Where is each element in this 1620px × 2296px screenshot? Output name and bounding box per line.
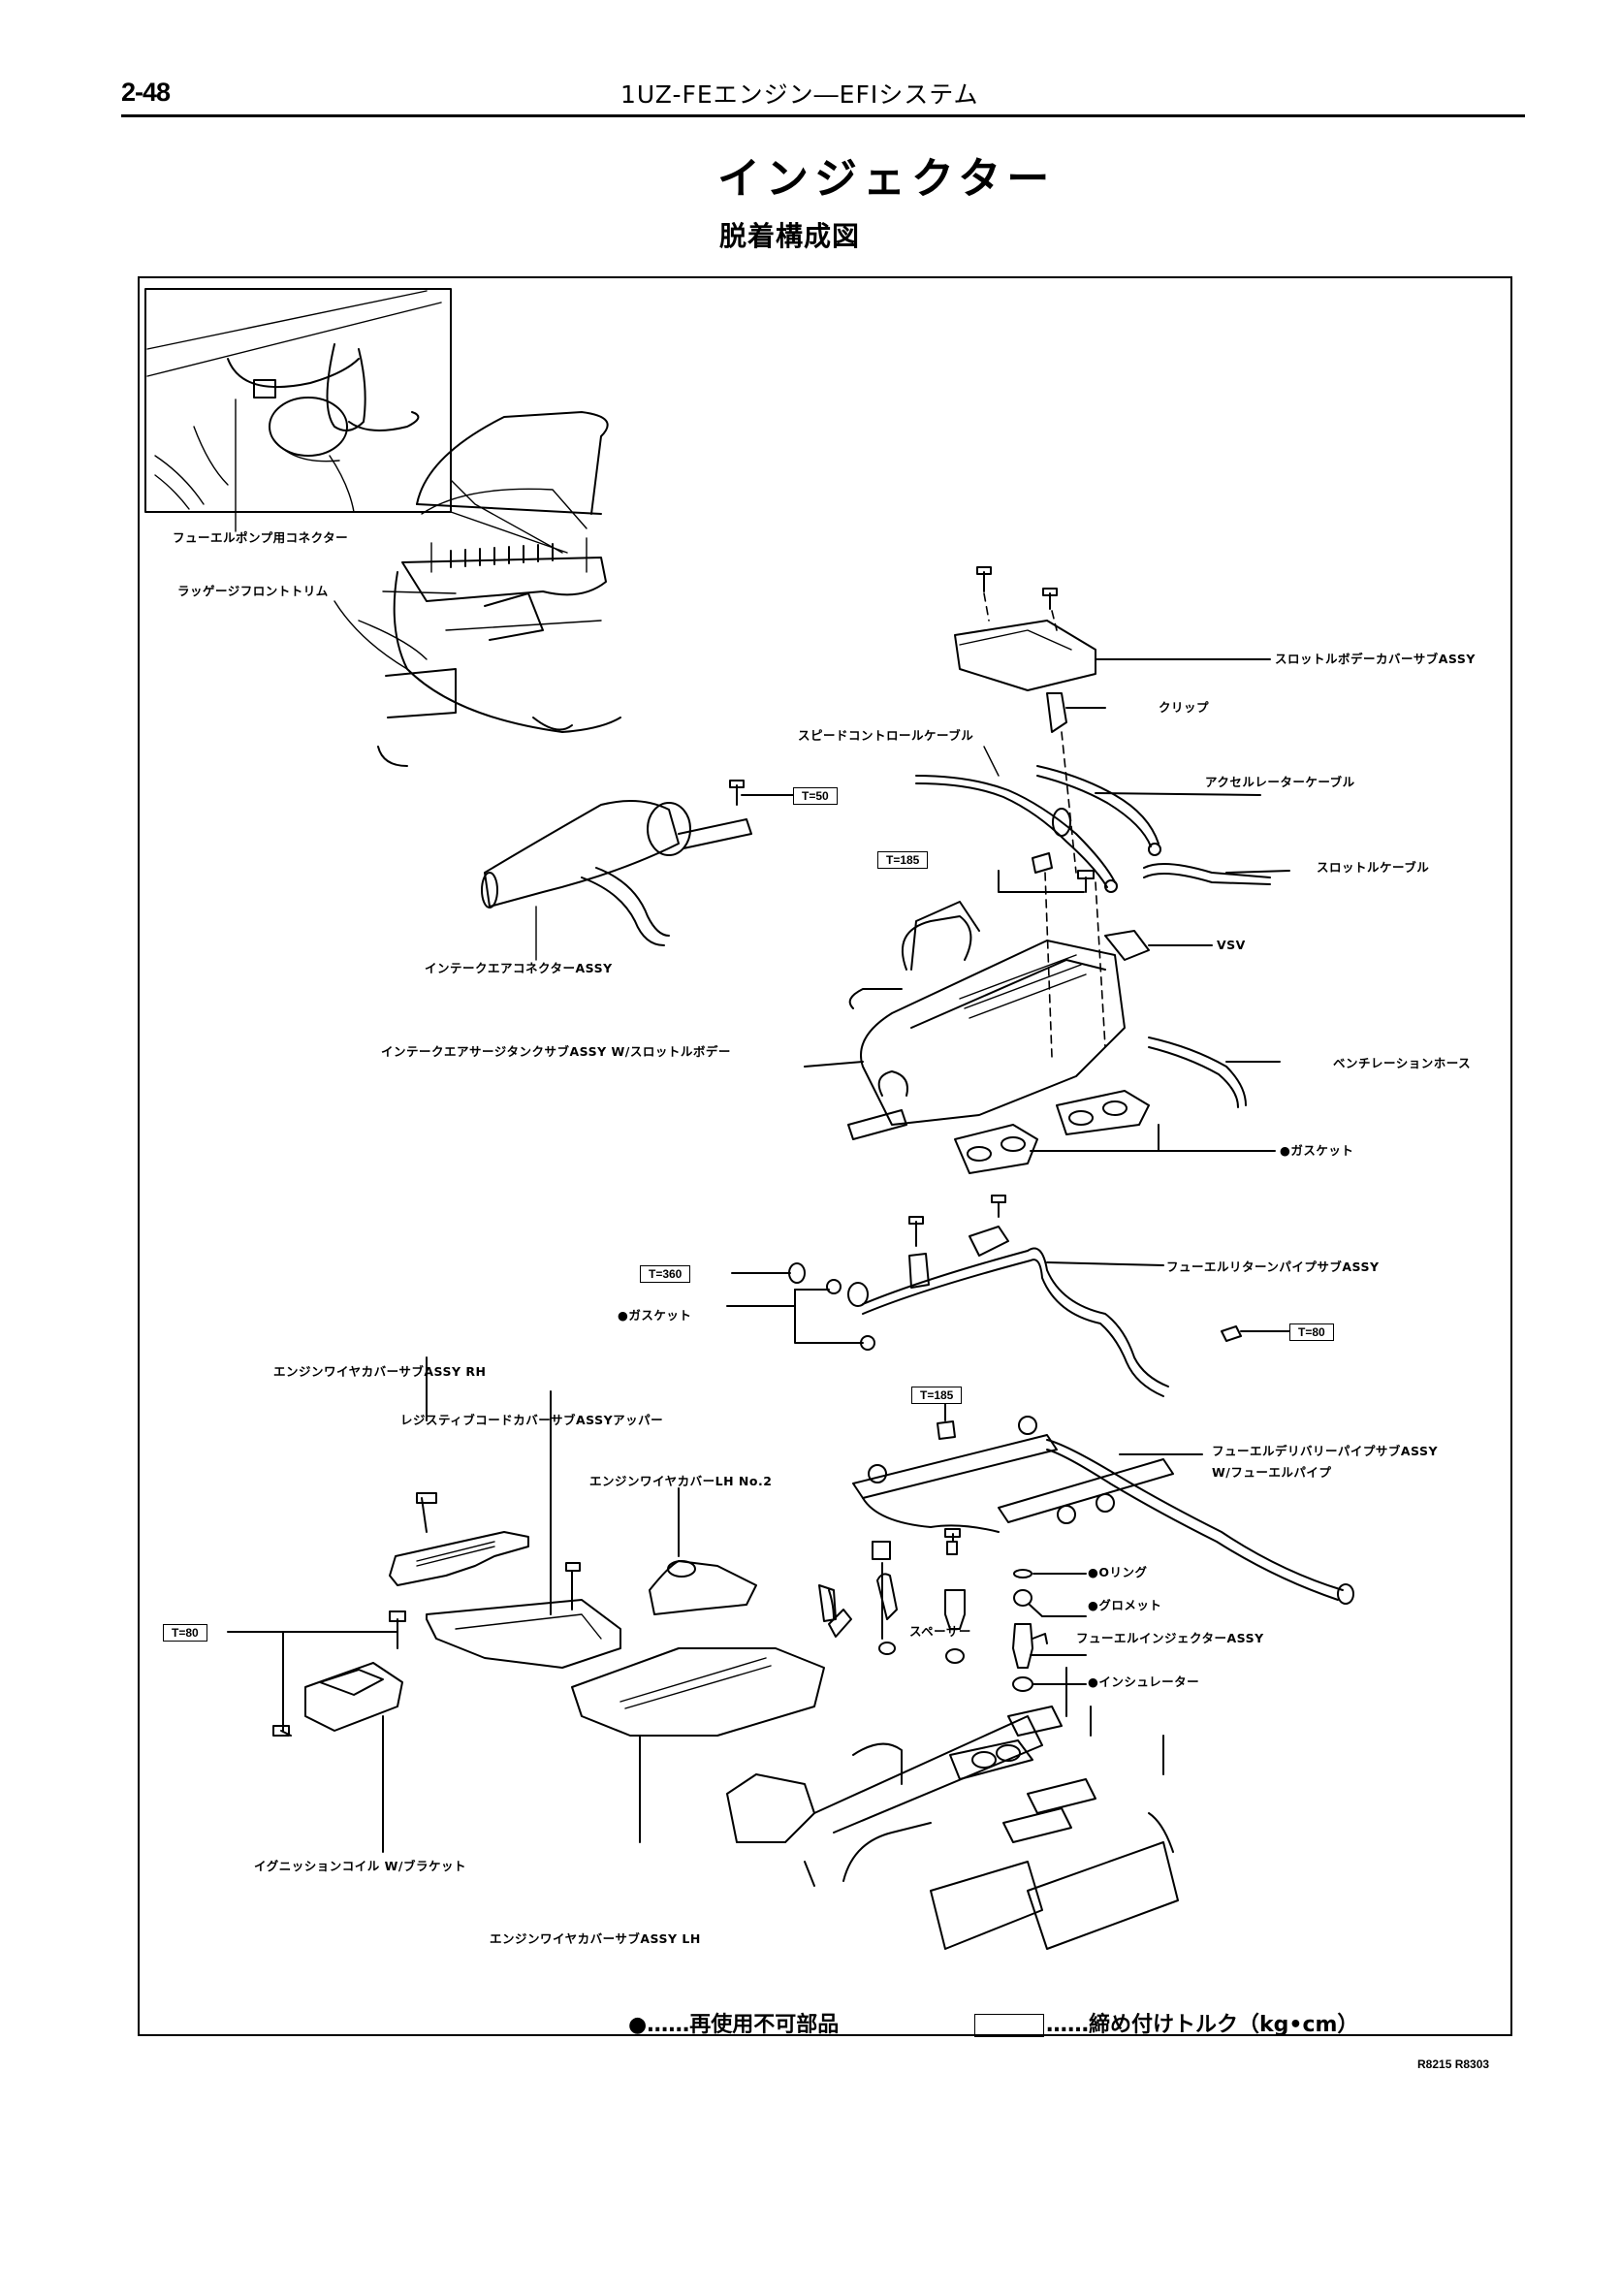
label-ignition-coil: イグニッションコイル W/ブラケット: [254, 1859, 466, 1873]
label-o-ring: ●Oリング: [1088, 1565, 1148, 1579]
label-gasket-upper: ●ガスケット: [1280, 1143, 1354, 1158]
page-number: 2-48: [121, 78, 171, 107]
label-spacer: スペーサー: [909, 1624, 971, 1639]
label-ventilation-hose: ベンチレーションホース: [1333, 1056, 1472, 1070]
legend-torque-text: ……締め付けトルク（kg•cm）: [1046, 2013, 1359, 2037]
torque-delivery-pipe-nut: T=185: [911, 1387, 963, 1404]
label-resistive-cord-cover: レジスティブコードカバーサブASSYアッパー: [400, 1413, 664, 1427]
running-title: 1UZ-FEエンジン―EFIシステム: [620, 80, 979, 109]
diagram-frame: [138, 276, 1512, 2036]
fuel-return-pipe-drawing: [726, 1195, 1290, 1397]
cables-drawing: [915, 746, 1290, 893]
label-gasket-lower: ●ガスケット: [618, 1308, 692, 1323]
label-wire-cover-lh-no2: エンジンワイヤカバーLH No.2: [589, 1474, 773, 1488]
label-speed-control-cable: スピードコントロールケーブル: [798, 728, 974, 743]
label-fuel-return-pipe: フューエルリターンパイプサブASSY: [1166, 1260, 1380, 1274]
car-rear-drawing: [334, 411, 621, 767]
torque-return-pipe-bolt: T=80: [1289, 1323, 1334, 1341]
wire-covers-drawing: [389, 1356, 852, 1843]
label-luggage-front-trim: ラッゲージフロントトリム: [177, 584, 329, 598]
label-insulator: ●インシュレーター: [1088, 1674, 1200, 1689]
throttle-body-cover-drawing: [954, 566, 1271, 874]
label-delivery-pipe-2: W/フューエルパイプ: [1212, 1465, 1332, 1480]
label-surge-tank: インテークエアサージタンクサブASSY W/スロットルボデー: [381, 1044, 731, 1059]
section-subtitle: 脱着構成図: [719, 220, 861, 252]
torque-box-symbol: [974, 2014, 1044, 2037]
engine-block-drawing: [726, 1667, 1179, 1950]
torque-return-pipe-union: T=360: [640, 1265, 691, 1283]
legend-non-reusable: ●……再使用不可部品: [628, 2013, 840, 2037]
injector-stack-drawing: [818, 1528, 1087, 1692]
header-rule: [121, 114, 1525, 117]
label-vsv: VSV: [1217, 938, 1246, 952]
torque-intake-connector-bolt: T=50: [793, 787, 838, 805]
label-accelerator-cable: アクセルレーターケーブル: [1205, 775, 1355, 789]
label-fuel-injector: フューエルインジェクターASSY: [1076, 1631, 1264, 1645]
label-grommet: ●グロメット: [1088, 1598, 1162, 1612]
intake-air-connector-drawing: [481, 780, 794, 961]
label-wire-cover-lh: エンジンワイヤカバーサブASSY LH: [490, 1931, 701, 1946]
fuel-delivery-pipe-drawing: [852, 1403, 1354, 1605]
label-delivery-pipe-1: フューエルデリバリーパイプサブASSY: [1212, 1444, 1439, 1458]
torque-surge-tank-nut: T=185: [877, 851, 929, 869]
label-intake-air-connector: インテークエアコネクターASSY: [425, 961, 613, 975]
label-throttle-body-cover: スロットルボデーカバーサブASSY: [1275, 652, 1476, 666]
inset-fuel-pump-detail: [144, 288, 452, 513]
torque-ignition-coil-bolt: T=80: [163, 1624, 207, 1642]
ignition-coil-drawing: [227, 1610, 406, 1853]
label-wire-cover-rh: エンジンワイヤカバーサブASSY RH: [273, 1364, 487, 1379]
legend-torque: ……締め付けトルク（kg•cm）: [974, 2007, 1358, 2038]
figure-codes: R8215 R8303: [1417, 2057, 1490, 2071]
label-throttle-cable: スロットルケーブル: [1317, 860, 1430, 875]
label-clip: クリップ: [1159, 700, 1210, 715]
label-fuel-pump-connector: フューエルポンプ用コネクター: [173, 530, 349, 545]
surge-tank-drawing: [804, 852, 1281, 1174]
page-title: インジェクター: [717, 154, 1056, 204]
